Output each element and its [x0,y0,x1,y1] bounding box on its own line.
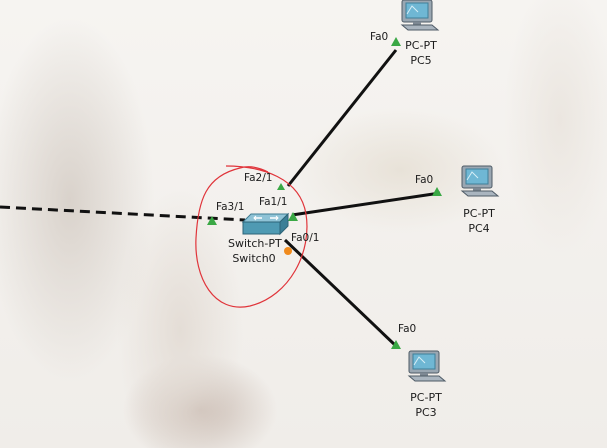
port-label-switch-fa2-1: Fa2/1 [244,172,273,184]
port-label-pc3-fa0: Fa0 [398,323,417,335]
port-label-switch-fa0-1: Fa0/1 [291,232,320,244]
switch-icon[interactable] [241,212,290,236]
link-up-indicator [432,187,442,196]
annotation-circle [195,165,308,308]
device-name-label-pc4[interactable]: PC4 [468,222,490,235]
link-up-indicator [391,340,401,349]
pc-icon[interactable] [460,165,500,197]
device-type-label-switch0: Switch-PT [228,237,282,250]
device-type-label-pc4: PC-PT [463,207,495,220]
link-switch0-pc3[interactable] [283,238,397,347]
port-label-pc4-fa0: Fa0 [415,174,434,186]
device-name-label-pc3[interactable]: PC3 [415,406,437,419]
device-name-label-pc5[interactable]: PC5 [410,54,432,67]
link-up-indicator [288,212,298,221]
port-label-switch-fa1-1: Fa1/1 [259,196,288,208]
link-switch0-pc4[interactable] [291,191,441,217]
device-type-label-pc3: PC-PT [410,391,442,404]
link-switch0-pc5[interactable] [286,49,398,187]
device-name-label-switch0[interactable]: Switch0 [232,252,276,265]
device-type-label-pc5: PC-PT [405,39,437,52]
link-up-indicator [277,183,285,190]
link-up-indicator [207,216,217,225]
port-label-pc5-fa0: Fa0 [370,31,389,43]
link-up-indicator [391,37,401,46]
link-blocking-indicator [284,247,292,255]
pc-icon[interactable] [407,350,447,382]
port-label-switch-fa3-1: Fa3/1 [216,201,245,213]
pc-icon[interactable] [400,0,440,31]
link-switch0-offscreen-dashed[interactable] [0,205,246,222]
